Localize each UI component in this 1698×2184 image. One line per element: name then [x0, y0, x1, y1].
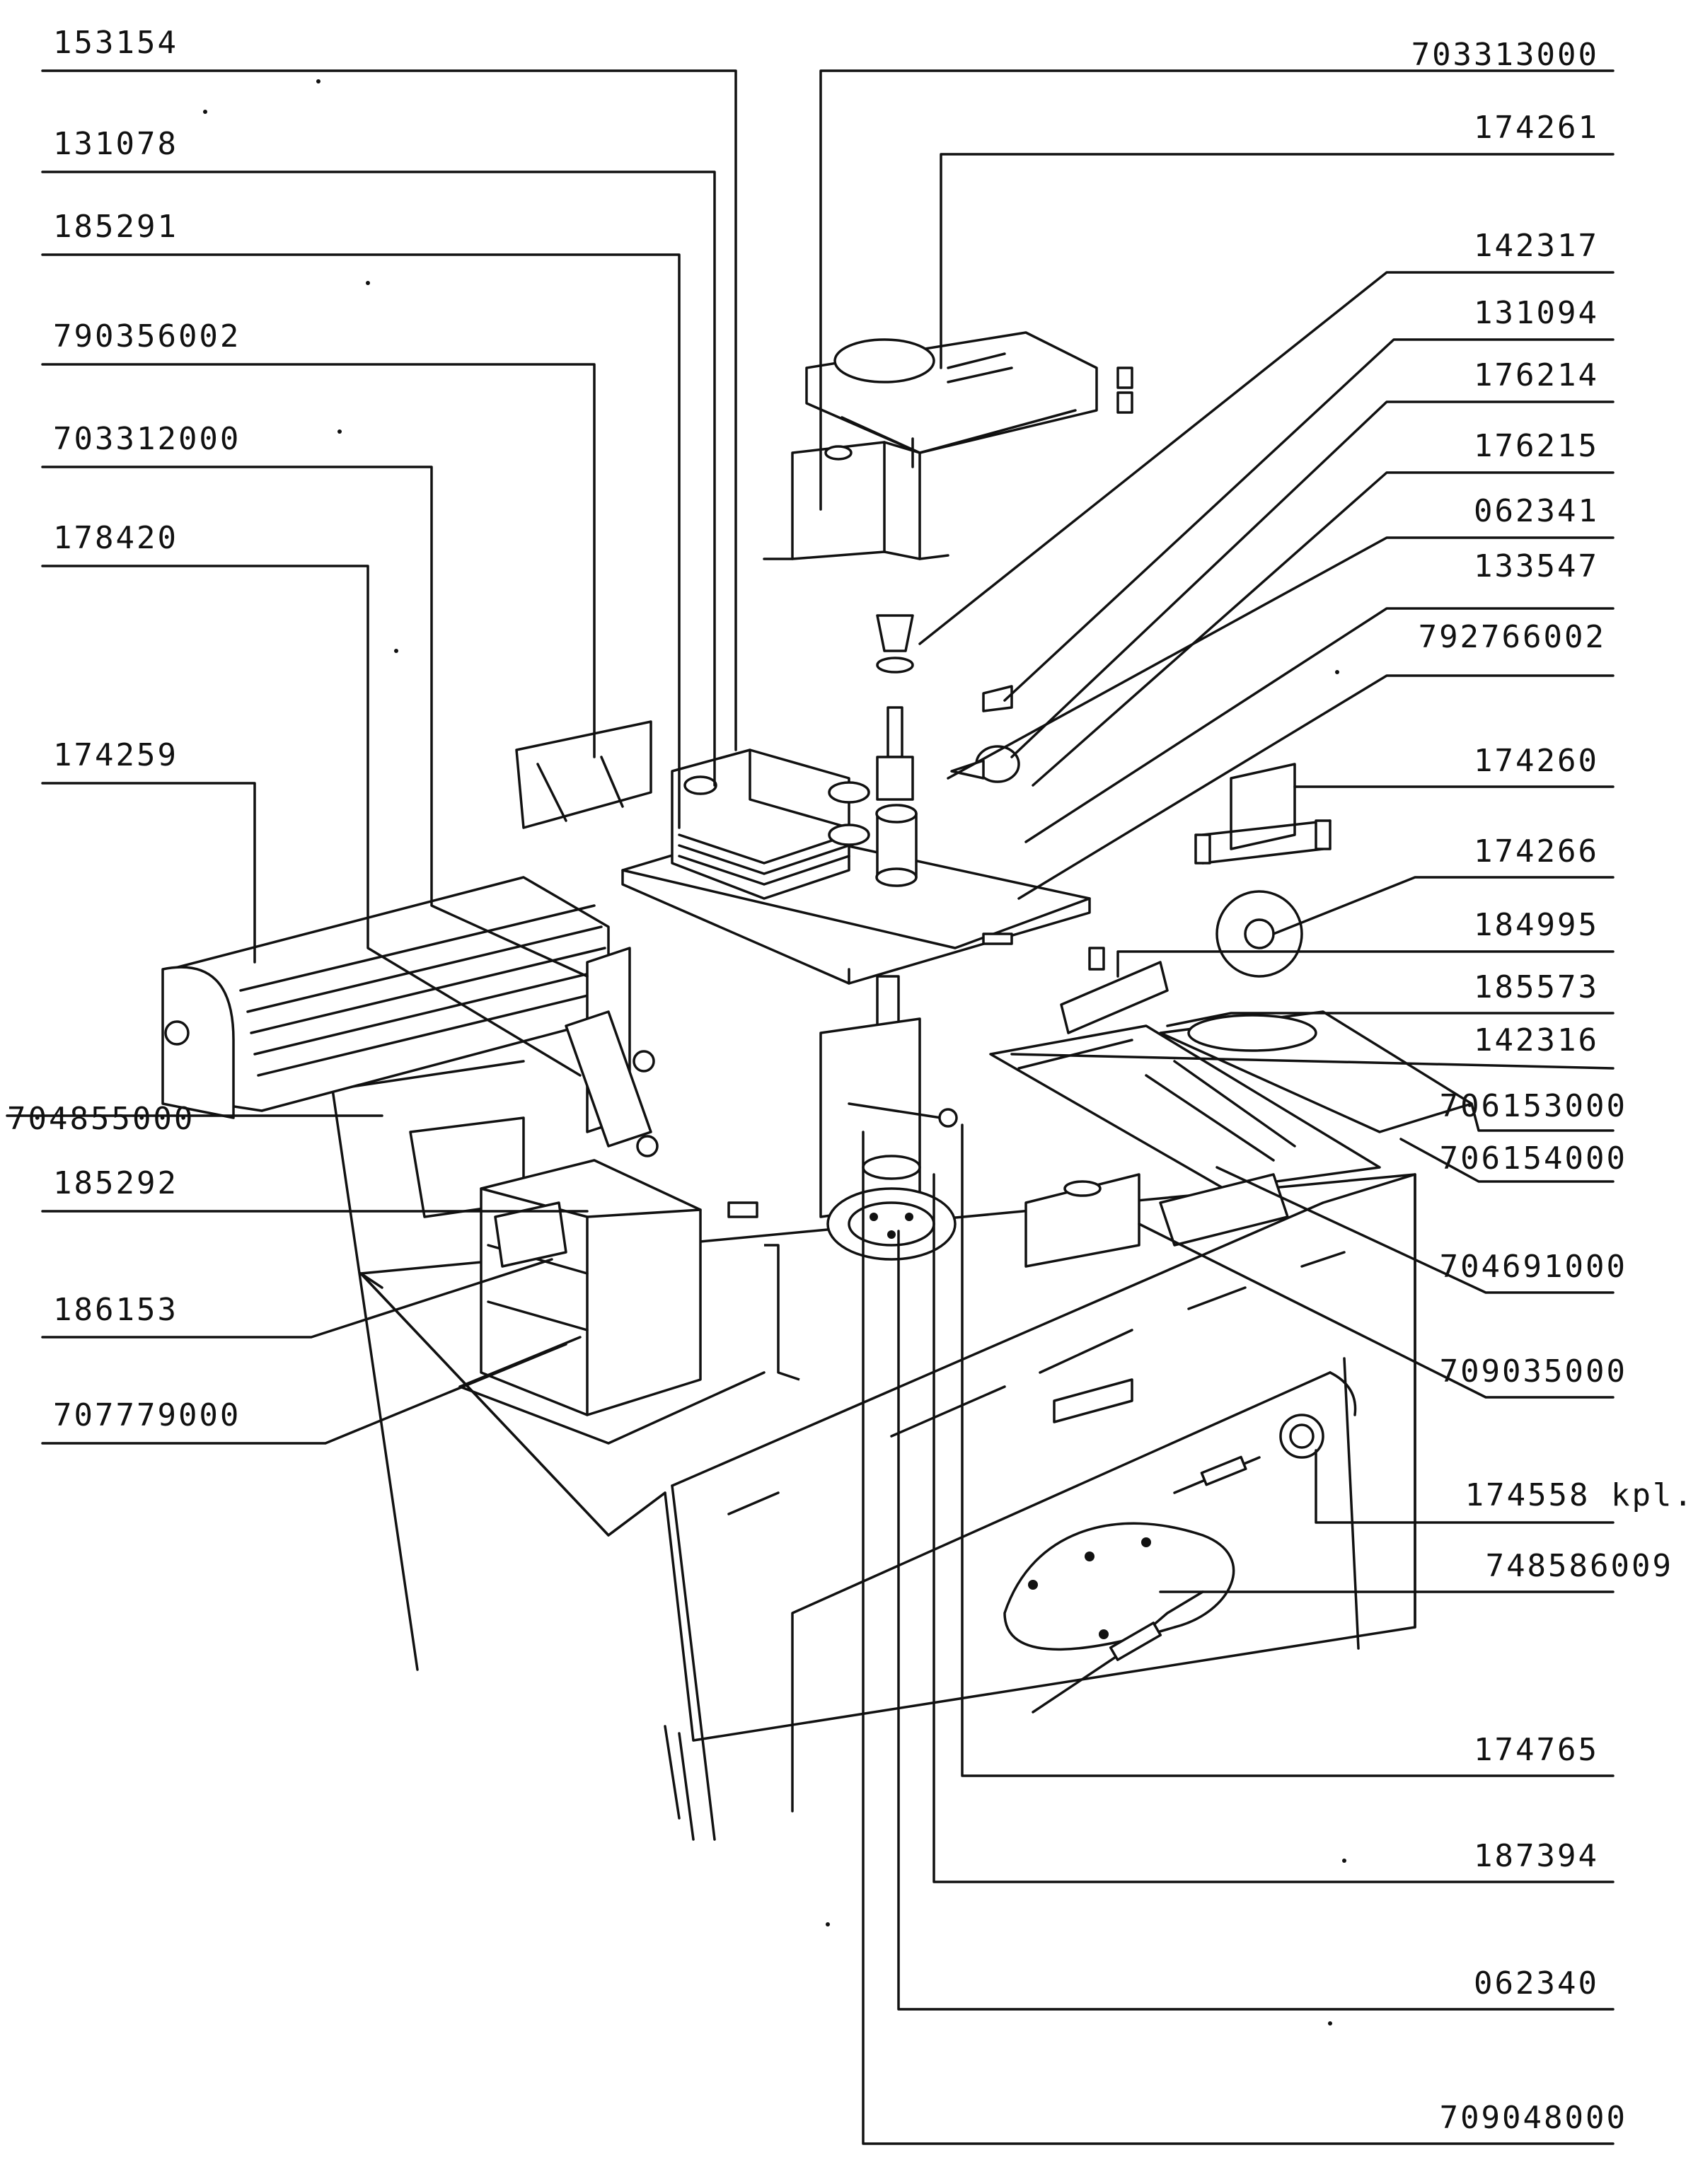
label-186153: 186153: [53, 1292, 178, 1328]
cavity-plates: [989, 1010, 1473, 1190]
label-176215: 176215: [1474, 428, 1599, 464]
label-704855000: 704855000: [7, 1101, 195, 1137]
part-number-labels: 153154 131078 185291 790356002 703312000…: [7, 25, 1694, 2136]
label-131078: 131078: [53, 126, 178, 162]
label-706154000: 706154000: [1440, 1140, 1627, 1177]
right-components: [1024, 763, 1332, 1268]
label-174261: 174261: [1474, 110, 1599, 146]
magnetron: [671, 749, 870, 900]
label-062341: 062341: [1474, 493, 1599, 529]
label-706153000: 706153000: [1440, 1088, 1627, 1124]
label-709035000: 709035000: [1440, 1353, 1627, 1389]
label-174266: 174266: [1474, 833, 1599, 869]
label-062340: 062340: [1474, 1965, 1599, 2001]
scan-dots: [203, 79, 1346, 2026]
label-185291: 185291: [53, 209, 178, 245]
fan-arm: [565, 947, 659, 1157]
label-153154: 153154: [53, 25, 178, 61]
label-703313000: 703313000: [1411, 37, 1599, 73]
stirrer-shaft-assembly: [875, 614, 1020, 887]
knob-and-probe: [1003, 1414, 1324, 1714]
leader-lines: [6, 69, 1615, 2145]
label-131094: 131094: [1474, 295, 1599, 331]
label-142317: 142317: [1474, 228, 1599, 264]
label-174765: 174765: [1474, 1732, 1599, 1768]
turntable-drive: [819, 975, 958, 1261]
transformer: [458, 1159, 800, 1445]
label-704691000: 704691000: [1440, 1249, 1627, 1285]
label-178420: 178420: [53, 520, 178, 556]
label-176214: 176214: [1474, 357, 1599, 393]
oven-drawing: [161, 79, 1473, 2026]
label-187394: 187394: [1474, 1838, 1599, 1874]
label-184995: 184995: [1474, 907, 1599, 943]
label-748586009: 748586009: [1486, 1548, 1673, 1584]
label-707779000: 707779000: [53, 1397, 241, 1433]
label-792766002: 792766002: [1419, 619, 1606, 655]
label-142316: 142316: [1474, 1022, 1599, 1058]
label-709048000: 709048000: [1440, 2100, 1627, 2136]
label-185292: 185292: [53, 1165, 178, 1201]
label-174259: 174259: [53, 737, 178, 773]
label-133547: 133547: [1474, 548, 1599, 584]
label-174260: 174260: [1474, 743, 1599, 779]
stirrer-motor: [805, 331, 1133, 468]
label-790356002: 790356002: [53, 318, 241, 354]
waveguide-bracket: [515, 720, 652, 829]
motor-bracket: [763, 441, 949, 560]
label-703312000: 703312000: [53, 421, 241, 457]
label-185573: 185573: [1474, 969, 1599, 1005]
label-174558-kpl: 174558 kpl.: [1465, 1477, 1694, 1513]
